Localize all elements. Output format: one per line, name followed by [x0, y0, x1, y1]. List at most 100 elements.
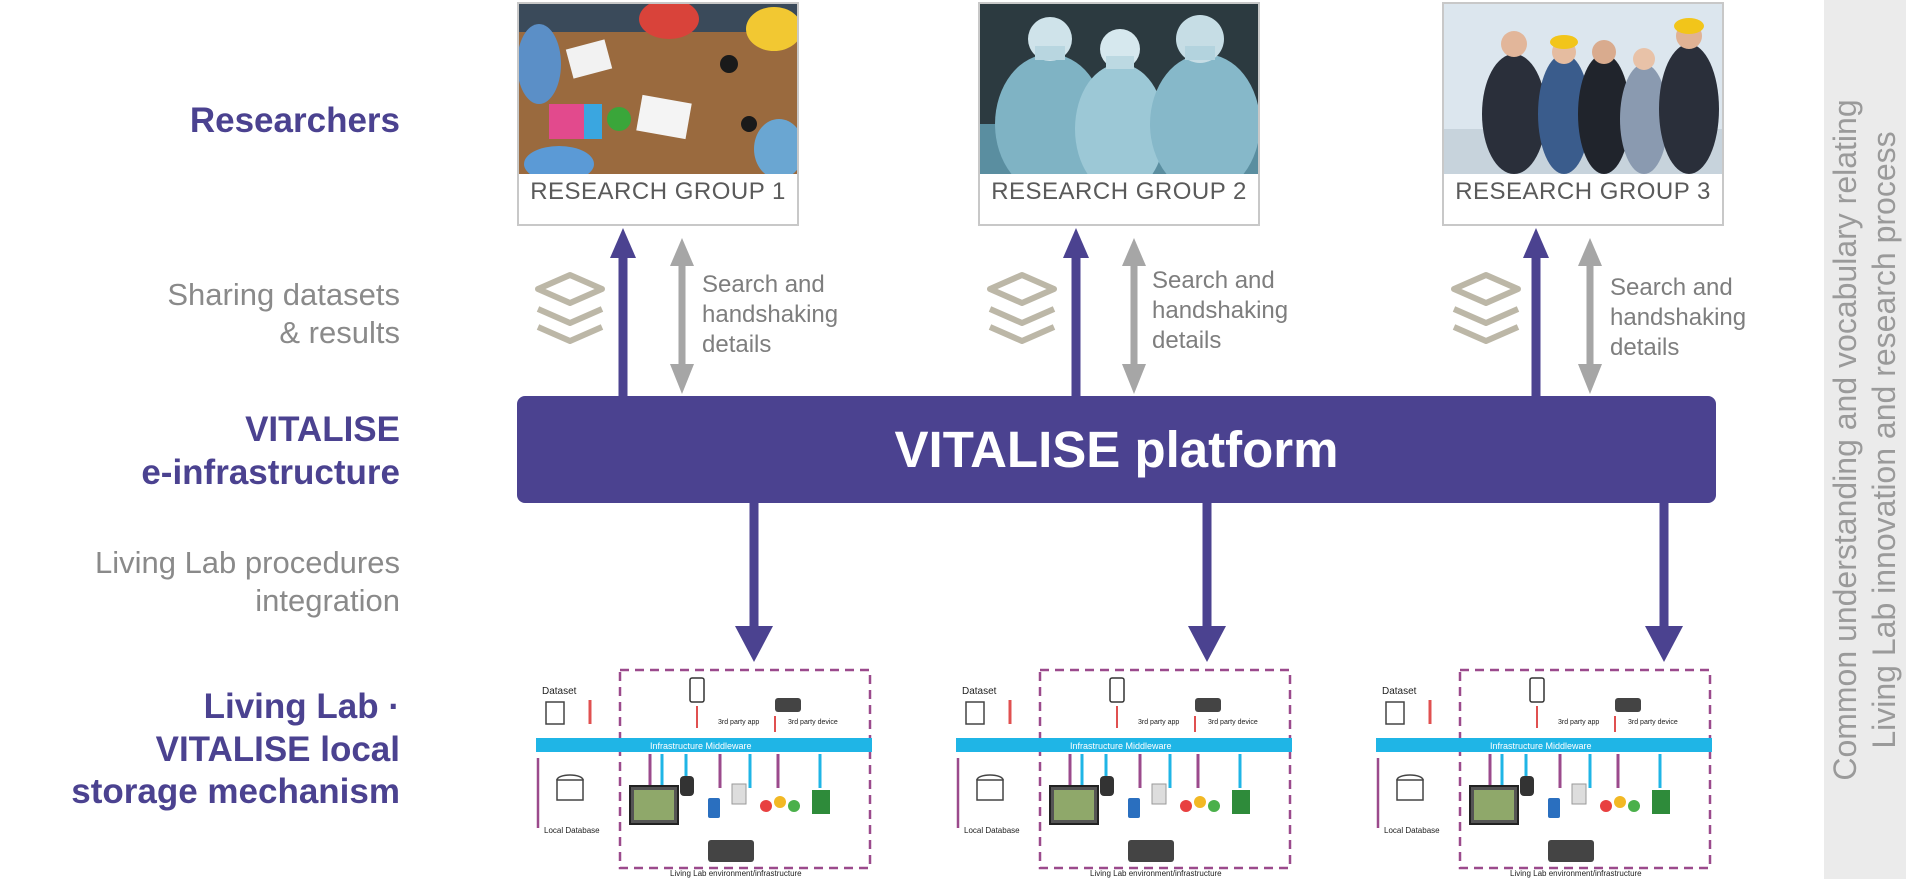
- vitalise-infra-label: VITALISE e-infrastructure: [141, 409, 400, 494]
- side-note-line1: Common understanding and vocabulary rela…: [1826, 99, 1863, 781]
- search-note-1-line1: Search and: [702, 271, 825, 298]
- vitalise-line2: e-infrastructure: [141, 452, 400, 492]
- lab3-environment-border: [1458, 668, 1712, 870]
- lab1-device-label: 3rd party device: [788, 719, 838, 726]
- lab3-vr-icon: [1615, 698, 1641, 712]
- search-note-2-line3: details: [1152, 327, 1222, 354]
- lab2-vr-icon: [1195, 698, 1221, 712]
- lab1-amber-light-icon: [774, 796, 786, 808]
- search-arrow-3: [1578, 238, 1602, 394]
- lab1-dataset-icon: [545, 701, 565, 725]
- upload-arrow-3: [1523, 228, 1549, 396]
- search-note-3-line1: Search and: [1610, 274, 1733, 301]
- lab3-tablet-icon: [1548, 798, 1560, 818]
- sharing-line1: Sharing datasets: [167, 277, 400, 312]
- procedures-line2: integration: [255, 582, 400, 618]
- lab3-database-body: [1396, 779, 1424, 801]
- lab1-middleware-bar: [536, 738, 872, 752]
- lab2-environment-border: [1038, 668, 1292, 870]
- research-group-3-photo: [1444, 4, 1722, 174]
- lab2-environment-label: Living Lab environment/infrastructure: [1090, 869, 1222, 878]
- layers-icon-2: [990, 275, 1054, 341]
- lab2-board-icon: [1232, 790, 1250, 814]
- lab2-tv-screen: [1054, 790, 1094, 820]
- lab2-green-light-icon: [1208, 800, 1220, 812]
- livinglab-line3: storage mechanism: [71, 772, 400, 812]
- lab1-green-light-icon: [788, 800, 800, 812]
- lab1-app-label: 3rd party app: [718, 719, 759, 726]
- lab2-database-body: [976, 779, 1004, 801]
- lab2-device-label: 3rd party device: [1208, 719, 1258, 726]
- lab1-sensor-icon: [731, 783, 747, 805]
- research-group-1-caption: RESEARCH GROUP 1: [530, 178, 786, 205]
- search-arrow-1: [670, 238, 694, 394]
- lab3-sensor-icon: [1571, 783, 1587, 805]
- lab3-phone-icon: [1529, 677, 1545, 703]
- lab1-tablet-icon: [708, 798, 720, 818]
- research-group-2-caption: RESEARCH GROUP 2: [991, 178, 1247, 205]
- upload-arrow-2: [1063, 228, 1089, 396]
- lab2-amber-light-icon: [1194, 796, 1206, 808]
- search-note-1-line2: handshaking: [702, 301, 839, 328]
- researchers-label: Researchers: [190, 100, 400, 143]
- lab2-dataset-label: Dataset: [962, 686, 997, 697]
- lab1-board-icon: [812, 790, 830, 814]
- research-group-3-card: RESEARCH GROUP 3: [1442, 2, 1724, 226]
- lab2-watch-icon: [1100, 776, 1114, 796]
- search-arrow-2: [1122, 238, 1146, 394]
- lab3-environment-label: Living Lab environment/infrastructure: [1510, 869, 1642, 878]
- lab1-local-db-label: Local Database: [544, 826, 600, 835]
- lab2-app-label: 3rd party app: [1138, 719, 1179, 726]
- lab3-amber-light-icon: [1614, 796, 1626, 808]
- lab1-dataset-label: Dataset: [542, 686, 577, 697]
- down-arrow-3: [1645, 503, 1683, 662]
- research-group-1-photo: [519, 4, 797, 174]
- researchers-text: Researchers: [189, 101, 400, 140]
- lab1-phone-icon: [689, 677, 705, 703]
- upload-arrow-1: [610, 228, 636, 396]
- side-note-text: Common understanding and vocabulary rela…: [1826, 50, 1904, 830]
- layers-icon-3: [1454, 275, 1518, 341]
- lab3-app-label: 3rd party app: [1558, 719, 1599, 726]
- search-note-2: Search and handshaking details: [1152, 266, 1288, 356]
- research-group-2-card: RESEARCH GROUP 2: [978, 2, 1260, 226]
- lab1-environment-border: [618, 668, 872, 870]
- research-group-3-caption: RESEARCH GROUP 3: [1455, 178, 1711, 205]
- side-note-band: [1824, 0, 1906, 879]
- lab2-red-light-icon: [1180, 800, 1192, 812]
- lab1-database-body: [556, 779, 584, 801]
- livinglab-line2: VITALISE local: [155, 729, 400, 769]
- research-group-2-photo: [980, 4, 1258, 174]
- procedures-label: Living Lab procedures integration: [95, 544, 400, 620]
- procedures-line1: Living Lab procedures: [94, 545, 400, 580]
- lab3-green-light-icon: [1628, 800, 1640, 812]
- lab3-device-label: 3rd party device: [1628, 719, 1678, 726]
- lab3-tv-screen: [1474, 790, 1514, 820]
- lab3-middleware-bar: [1376, 738, 1712, 752]
- platform-label: VITALISE platform: [894, 421, 1339, 478]
- lab1-laptop-icon: [708, 840, 754, 862]
- search-note-2-line1: Search and: [1152, 267, 1275, 294]
- lab2-tablet-icon: [1128, 798, 1140, 818]
- lab1-middleware-label: Infrastructure Middleware: [650, 741, 752, 751]
- down-arrow-2: [1188, 503, 1226, 662]
- lab3-laptop-icon: [1548, 840, 1594, 862]
- lab2-middleware-bar: [956, 738, 1292, 752]
- lab3-dataset-icon: [1385, 701, 1405, 725]
- lab3-red-light-icon: [1600, 800, 1612, 812]
- lab2-laptop-icon: [1128, 840, 1174, 862]
- livinglab-line1: Living Lab ·: [203, 687, 400, 726]
- layers-icon-1: [538, 275, 602, 341]
- lab3-middleware-label: Infrastructure Middleware: [1490, 741, 1592, 751]
- lab3-dataset-label: Dataset: [1382, 686, 1417, 697]
- lab1-watch-icon: [680, 776, 694, 796]
- down-arrow-1: [735, 503, 773, 662]
- lab3-watch-icon: [1520, 776, 1534, 796]
